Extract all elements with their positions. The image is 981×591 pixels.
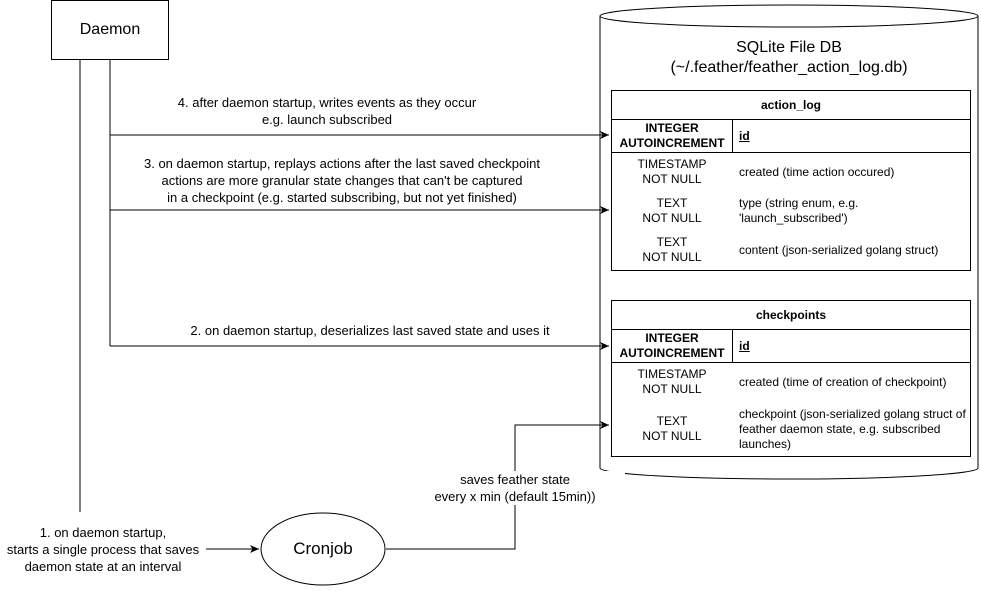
action-log-pk-row: INTEGER AUTOINCREMENT id xyxy=(612,120,970,153)
table-action-log[interactable]: action_log INTEGER AUTOINCREMENT id TIME… xyxy=(611,90,971,271)
edge-label-step2: 2. on daemon startup, deserializes last … xyxy=(150,322,590,339)
checkpoints-row-checkpoint: TEXT NOT NULL checkpoint (json-serialize… xyxy=(612,402,970,456)
cronjob-node[interactable]: Cronjob xyxy=(261,533,385,565)
table-checkpoints-header: checkpoints xyxy=(612,301,970,330)
edge-label-line: 1. on daemon startup, xyxy=(39,525,167,540)
column-type-line1: TEXT xyxy=(656,196,688,210)
column-type-line1: TEXT xyxy=(656,235,688,249)
checkpoints-pk-column: id xyxy=(739,338,750,353)
column-description: created (time of creation of checkpoint) xyxy=(739,374,947,389)
action-log-row-created: TIMESTAMP NOT NULL created (time action … xyxy=(612,153,970,191)
edge-label-line: e.g. launch subscribed xyxy=(261,112,393,127)
column-type-line2: NOT NULL xyxy=(642,172,702,186)
cronjob-label: Cronjob xyxy=(293,539,353,558)
pk-type-line2: AUTOINCREMENT xyxy=(619,136,725,150)
daemon-node[interactable]: Daemon xyxy=(51,0,169,60)
edge-label-step4: 4. after daemon startup, writes events a… xyxy=(112,94,542,128)
edge-label-line: actions are more granular state changes … xyxy=(161,173,523,188)
action-log-row-content: TEXT NOT NULL content (json-serialized g… xyxy=(612,231,970,269)
edge-label-line: 3. on daemon startup, replays actions af… xyxy=(143,156,540,171)
column-type-line2: NOT NULL xyxy=(642,211,702,225)
action-log-pk-type: INTEGER AUTOINCREMENT xyxy=(612,120,733,152)
column-type-line2: NOT NULL xyxy=(642,429,702,443)
database-title-line1: SQLite File DB xyxy=(736,39,842,56)
edge-label-line: starts a single process that saves xyxy=(6,542,200,557)
column-type-line1: TEXT xyxy=(656,414,688,428)
column-description: created (time action occured) xyxy=(739,164,895,179)
pk-type-line2: AUTOINCREMENT xyxy=(619,346,725,360)
checkpoints-pk-row: INTEGER AUTOINCREMENT id xyxy=(612,330,970,363)
column-type-line2: NOT NULL xyxy=(642,382,702,396)
column-type-line1: TIMESTAMP xyxy=(637,367,707,381)
edge-label-line: saves feather state xyxy=(460,472,570,487)
checkpoints-row-created: TIMESTAMP NOT NULL created (time of crea… xyxy=(612,363,970,401)
edge-label-line: daemon state at an interval xyxy=(24,559,182,574)
edge-label-line: every x min (default 15min)) xyxy=(434,489,596,504)
daemon-label: Daemon xyxy=(79,21,141,38)
column-description: type (string enum, e.g. 'launch_subscrib… xyxy=(739,196,859,225)
pk-type-line1: INTEGER xyxy=(645,121,699,135)
edge-label-line: in a checkpoint (e.g. started subscribin… xyxy=(167,190,517,205)
edge-label-step1: 1. on daemon startup, starts a single pr… xyxy=(0,524,206,575)
edge-label-line: 4. after daemon startup, writes events a… xyxy=(177,95,477,110)
action-log-row-type: TEXT NOT NULL type (string enum, e.g. 'l… xyxy=(612,192,970,230)
column-type-line1: TIMESTAMP xyxy=(637,157,707,171)
pk-type-line1: INTEGER xyxy=(645,331,699,345)
table-checkpoints[interactable]: checkpoints INTEGER AUTOINCREMENT id TIM… xyxy=(611,300,971,457)
column-description: checkpoint (json-serialized golang struc… xyxy=(739,406,966,451)
checkpoints-pk-type: INTEGER AUTOINCREMENT xyxy=(612,330,733,362)
database-title-line2: (~/.feather/feather_action_log.db) xyxy=(670,59,908,76)
cronjob-ellipse xyxy=(260,512,386,586)
table-action-log-header: action_log xyxy=(612,91,970,120)
edge-label-step3: 3. on daemon startup, replays actions af… xyxy=(112,155,572,206)
edge-label-line: 2. on daemon startup, deserializes last … xyxy=(190,323,550,338)
action-log-pk-column: id xyxy=(739,128,750,143)
column-type-line2: NOT NULL xyxy=(642,250,702,264)
column-description: content (json-serialized golang struct) xyxy=(739,242,939,257)
database-title: SQLite File DB (~/.feather/feather_actio… xyxy=(600,38,978,78)
edge-label-cron-save: saves feather state every x min (default… xyxy=(405,471,625,505)
